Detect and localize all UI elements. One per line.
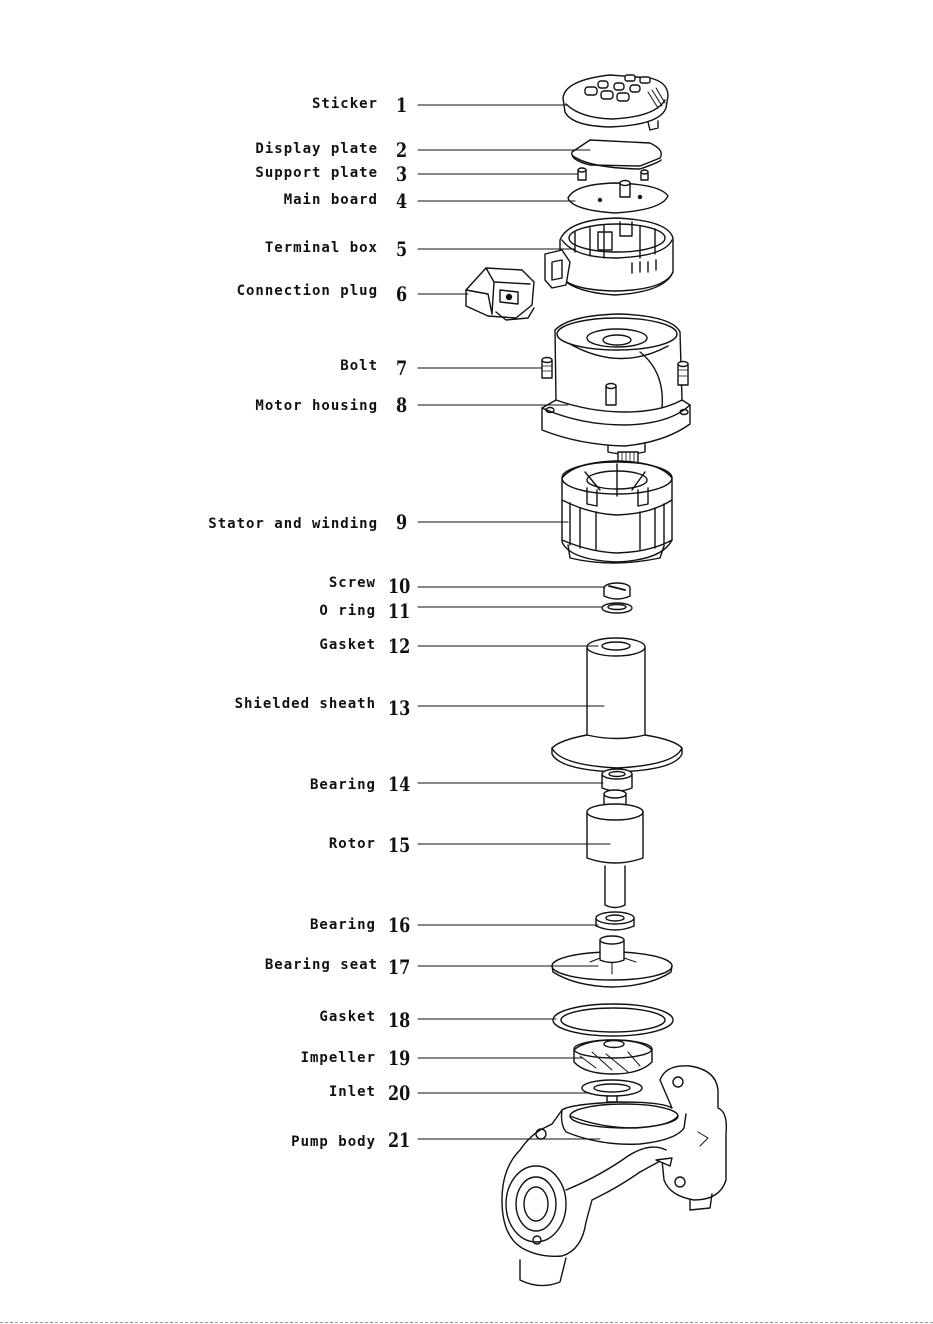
label-rotor: Rotor [116, 836, 376, 852]
label-pump-body: Pump body [116, 1134, 376, 1150]
part-rotor [587, 790, 643, 908]
label-gasket-18: Gasket [116, 1009, 376, 1025]
part-sticker [563, 75, 668, 130]
label-connection-plug: Connection plug [118, 283, 378, 299]
number-17: 17 [388, 955, 410, 979]
part-stator-and-winding [562, 452, 672, 563]
label-gasket-12: Gasket [116, 637, 376, 653]
number-6: 6 [396, 282, 407, 306]
part-bearing-lower [596, 912, 634, 930]
part-impeller [574, 1040, 652, 1074]
label-bearing-16: Bearing [116, 917, 376, 933]
label-main-board: Main board [118, 192, 378, 208]
part-inlet [582, 1080, 642, 1102]
number-18: 18 [388, 1008, 410, 1032]
part-connection-plug [466, 268, 534, 320]
number-19: 19 [388, 1046, 410, 1070]
part-support-plate [578, 168, 648, 180]
label-bolt: Bolt [118, 358, 378, 374]
number-15: 15 [388, 833, 410, 857]
number-1: 1 [396, 93, 407, 117]
part-bearing-upper [602, 769, 632, 791]
label-shielded-sheath: Shielded sheath [116, 696, 376, 712]
number-5: 5 [396, 237, 407, 261]
part-motor-housing [542, 314, 690, 454]
label-inlet: Inlet [116, 1084, 376, 1100]
label-impeller: Impeller [116, 1050, 376, 1066]
label-terminal-box: Terminal box [118, 240, 378, 256]
number-13: 13 [388, 696, 410, 720]
number-11: 11 [388, 599, 410, 623]
part-pump-body [502, 1066, 726, 1286]
part-o-ring [602, 603, 632, 613]
number-9: 9 [396, 510, 407, 534]
number-20: 20 [388, 1081, 410, 1105]
label-display-plate: Display plate [118, 141, 378, 157]
label-o-ring: O ring [116, 603, 376, 619]
label-screw: Screw [116, 575, 376, 591]
number-10: 10 [388, 574, 410, 598]
label-motor-housing: Motor housing [118, 398, 378, 414]
part-display-plate [572, 140, 661, 169]
number-12: 12 [388, 634, 410, 658]
part-screw [604, 583, 630, 599]
number-7: 7 [396, 356, 407, 380]
part-bearing-seat [552, 936, 672, 987]
label-stator-and-winding: Stator and winding [118, 516, 378, 532]
part-terminal-box [545, 218, 673, 295]
part-gasket-top [587, 638, 645, 656]
number-14: 14 [388, 772, 410, 796]
number-2: 2 [396, 138, 407, 162]
label-sticker: Sticker [118, 96, 378, 112]
part-shielded-sheath [552, 648, 682, 772]
part-gasket-lower [553, 1004, 673, 1036]
label-bearing-14: Bearing [116, 777, 376, 793]
number-8: 8 [396, 393, 407, 417]
number-4: 4 [396, 189, 407, 213]
number-21: 21 [388, 1128, 410, 1152]
label-support-plate: Support plate [118, 165, 378, 181]
label-bearing-seat: Bearing seat [118, 957, 378, 973]
number-3: 3 [396, 162, 407, 186]
number-16: 16 [388, 913, 410, 937]
part-main-board [568, 181, 668, 214]
bottom-divider [0, 1322, 933, 1323]
